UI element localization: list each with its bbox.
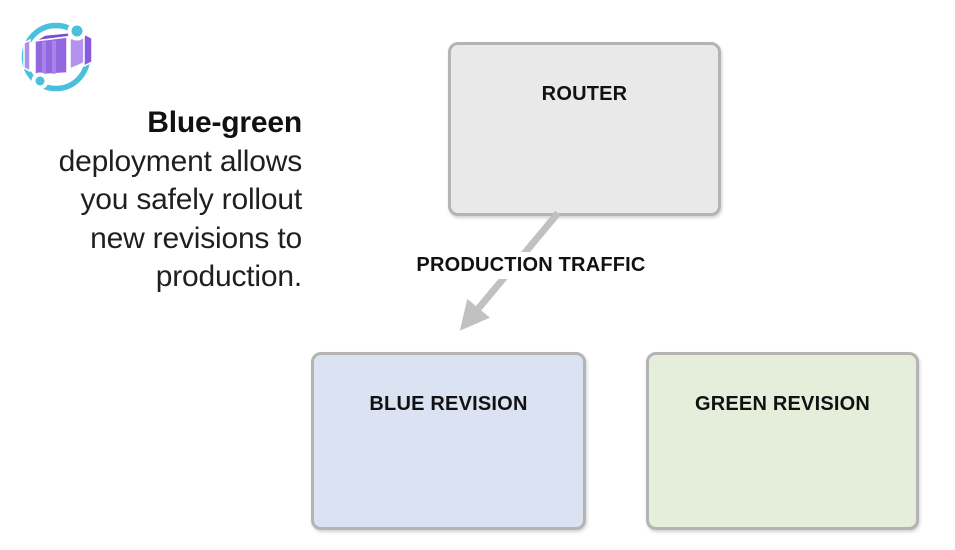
blue-revision-label: BLUE REVISION [369, 393, 528, 415]
container-streak [52, 40, 56, 74]
intro-line-5: production. [155, 260, 302, 293]
green-revision-label: GREEN REVISION [694, 393, 871, 415]
orbit-dot-top [67, 21, 87, 41]
intro-line-4: new revisions to [90, 221, 302, 255]
blue-revision-node: BLUE REVISION [311, 352, 586, 530]
intro-line-2: deployment allows [58, 144, 303, 178]
container-front-face [34, 36, 68, 76]
intro-line-1: Blue-green [147, 106, 302, 139]
orbit-dot-bottom [31, 72, 49, 90]
container-slice-right-dark [83, 32, 93, 68]
intro-line-3: you safely rollout [80, 183, 302, 216]
production-traffic-label: PRODUCTION TRAFFIC [409, 252, 653, 279]
container-streak [42, 41, 46, 75]
intro-text: Blue-green deployment allows you safely … [0, 104, 303, 297]
azure-container-apps-icon [21, 21, 93, 92]
container-slab-left [23, 38, 31, 73]
router-label: ROUTER [541, 83, 628, 105]
router-node: ROUTER [448, 42, 721, 216]
green-revision-node: GREEN REVISION [646, 352, 919, 530]
